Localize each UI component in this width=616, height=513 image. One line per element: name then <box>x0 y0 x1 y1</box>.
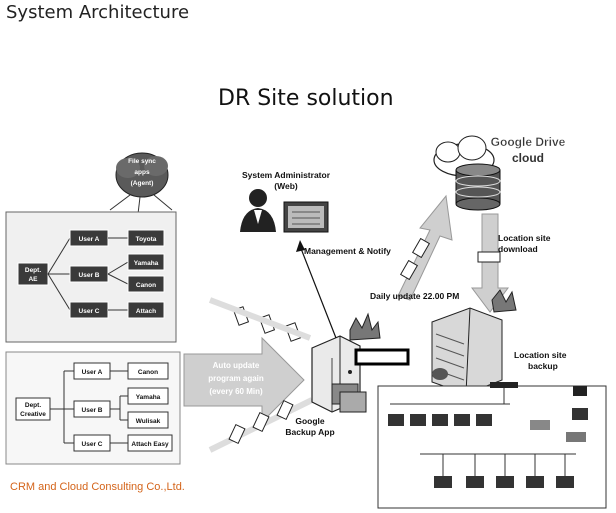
management-arrow <box>299 245 337 339</box>
printer-icon <box>566 432 586 442</box>
backup-app-line2: Backup App <box>285 427 334 437</box>
location-download-line1: Location site <box>498 233 551 243</box>
auto-update-line1: Auto update <box>213 361 260 370</box>
cr-app-canon: Canon <box>138 369 158 376</box>
dept-creative-label-1: Dept. <box>25 402 41 409</box>
auto-update-line2: program again <box>208 374 264 383</box>
cr-app-attach-easy: Attach Easy <box>131 441 169 448</box>
google-drive-line1: Google Drive <box>491 135 566 149</box>
datacenter-building-icon <box>431 307 503 395</box>
ae-app-toyota: Toyota <box>136 236 157 243</box>
management-notify-label: Management & Notify <box>304 246 391 256</box>
company-footer: CRM and Cloud Consulting Co.,Ltd. <box>10 481 185 493</box>
database-icon <box>455 163 501 211</box>
folder-icon <box>331 383 367 413</box>
google-drive-line2: cloud <box>512 151 544 165</box>
top-pc-row <box>388 414 492 426</box>
cr-user-c: User C <box>82 441 103 448</box>
cr-app-wulisak: Wulisak <box>136 418 161 425</box>
auto-update-arrow <box>183 336 305 424</box>
sysadmin-line1: System Administrator <box>242 170 331 180</box>
printer-icon-2 <box>530 420 550 430</box>
backup-app-line1: Google <box>295 416 325 426</box>
cr-app-yamaha: Yamaha <box>136 394 161 401</box>
cr-user-b: User B <box>82 407 103 414</box>
admin-person-icon <box>240 189 276 232</box>
page-title: System Architecture <box>6 2 190 23</box>
dept-ae-label-2: AE <box>28 276 38 283</box>
fax-icon <box>573 386 587 396</box>
ae-user-b: User B <box>79 272 100 279</box>
ae-user-c: User C <box>79 308 100 315</box>
bottom-pc-row <box>434 454 574 488</box>
lower-file-stream <box>208 397 314 453</box>
daily-update-label: Daily update 22.00 PM <box>370 291 459 301</box>
file-sync-cloud: File sync apps (Agent) <box>115 152 169 198</box>
network-switch-icon <box>490 382 518 388</box>
phone-icon <box>572 408 588 420</box>
firewall-icon <box>349 312 381 341</box>
ae-app-canon: Canon <box>136 282 156 289</box>
firewall-icon-2 <box>491 289 517 313</box>
ae-app-yamaha: Yamaha <box>134 260 159 267</box>
dept-ae-label-1: Dept. <box>25 267 41 274</box>
sysadmin-line2: (Web) <box>274 181 298 191</box>
dept-creative-label-2: Creative <box>20 411 46 418</box>
ae-app-attach: Attach <box>136 308 156 315</box>
admin-monitor-icon <box>283 201 329 233</box>
upper-file-stream <box>208 297 312 342</box>
ae-user-a: User A <box>79 236 100 243</box>
file-sync-line1: File sync <box>128 158 156 165</box>
location-backup-line1: Location site <box>514 350 567 360</box>
location-backup-line2: backup <box>528 361 558 371</box>
file-sync-line3: (Agent) <box>131 180 154 187</box>
diagram-title: DR Site solution <box>218 86 394 111</box>
location-download-line2: download <box>498 244 538 254</box>
file-sync-line2: apps <box>134 169 150 176</box>
highlight-box <box>354 348 410 366</box>
auto-update-line3: (every 60 Min) <box>209 387 263 396</box>
cr-user-a: User A <box>82 369 103 376</box>
